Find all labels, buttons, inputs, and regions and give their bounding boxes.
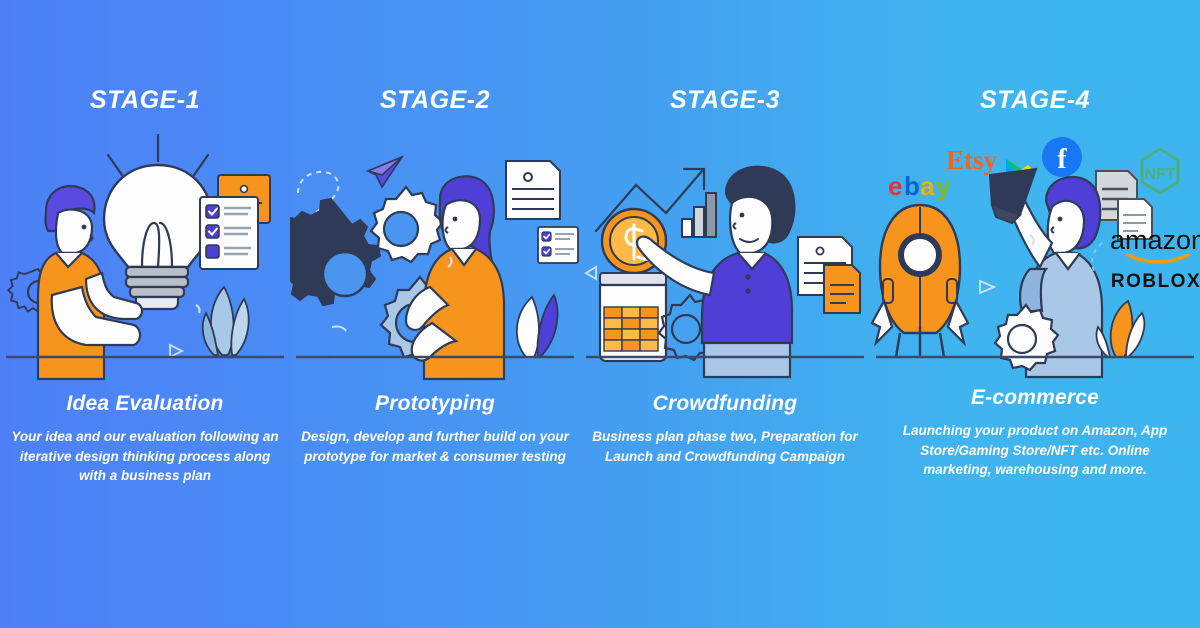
stage-description-3: Business plan phase two, Preparation for… xyxy=(592,429,858,464)
gear-icon-white xyxy=(369,185,445,264)
stage-column-3: STAGE-3 xyxy=(580,0,870,628)
svg-text:y: y xyxy=(936,171,951,201)
face xyxy=(1046,199,1086,255)
stage-label-4: STAGE-4 xyxy=(980,86,1090,114)
stage-title-4: E-commerce xyxy=(970,386,1100,409)
svg-text:e: e xyxy=(888,171,902,201)
stage-description-2: Design, develop and further build on you… xyxy=(301,429,569,464)
ebay-logo: e b a y xyxy=(888,171,951,201)
svg-text:f: f xyxy=(1057,144,1067,175)
checklist-card xyxy=(199,196,259,270)
illustration-crowdfunding xyxy=(580,127,870,382)
illustration-idea-evaluation xyxy=(0,127,290,382)
stage-title-1: Idea Evaluation xyxy=(66,392,224,415)
rocket-icon xyxy=(870,203,970,358)
face xyxy=(441,199,482,251)
plant-decoration xyxy=(201,285,250,356)
gear-icon-outline xyxy=(993,303,1060,372)
svg-text:a: a xyxy=(920,171,935,201)
stage-title-3: Crowdfunding xyxy=(652,392,798,415)
stage-label-2: STAGE-2 xyxy=(380,86,490,114)
etsy-logo: Etsy xyxy=(946,145,998,175)
svg-text:NFT: NFT xyxy=(1144,166,1175,183)
illustration-prototyping xyxy=(290,127,580,382)
document-card xyxy=(505,160,561,220)
nft-logo: NFT xyxy=(1140,147,1180,195)
stage-column-1: STAGE-1 xyxy=(0,0,290,628)
amazon-logo: amazon xyxy=(1110,225,1200,264)
gear-icon-dark xyxy=(290,197,382,307)
mini-checklist xyxy=(537,226,579,264)
stage-description-4: Launching your product on Amazon, App St… xyxy=(902,423,1168,478)
illustration-ecommerce: e b a y Etsy xyxy=(870,127,1200,382)
person-stage2 xyxy=(404,175,506,381)
bar-chart-icon xyxy=(681,192,717,238)
document-card-white xyxy=(1117,198,1153,240)
savings-jar xyxy=(598,272,668,363)
paper-plane-icon xyxy=(365,155,405,189)
svg-text:b: b xyxy=(904,171,920,201)
person-stage3 xyxy=(635,165,796,379)
face xyxy=(729,195,774,255)
person-stage1 xyxy=(36,184,144,381)
stage-description-1: Your idea and our evaluation following a… xyxy=(11,429,279,484)
plant-decoration xyxy=(1095,299,1146,358)
dotted-path xyxy=(297,170,347,247)
svg-text:amazon: amazon xyxy=(1110,225,1200,255)
plant-decoration xyxy=(515,293,559,358)
stage-label-3: STAGE-3 xyxy=(670,86,780,114)
growth-arrow-icon xyxy=(594,167,706,233)
roblox-logo: ROBLOX xyxy=(1111,271,1200,292)
stage-label-1: STAGE-1 xyxy=(90,86,200,114)
facebook-icon: f xyxy=(1042,137,1082,177)
stage-column-2: STAGE-2 xyxy=(290,0,580,628)
stage-column-4: STAGE-4 e b a y Etsy xyxy=(870,0,1200,628)
document-card-orange xyxy=(823,264,861,314)
lightbulb-base xyxy=(124,265,190,311)
stage-title-2: Prototyping xyxy=(374,392,496,415)
